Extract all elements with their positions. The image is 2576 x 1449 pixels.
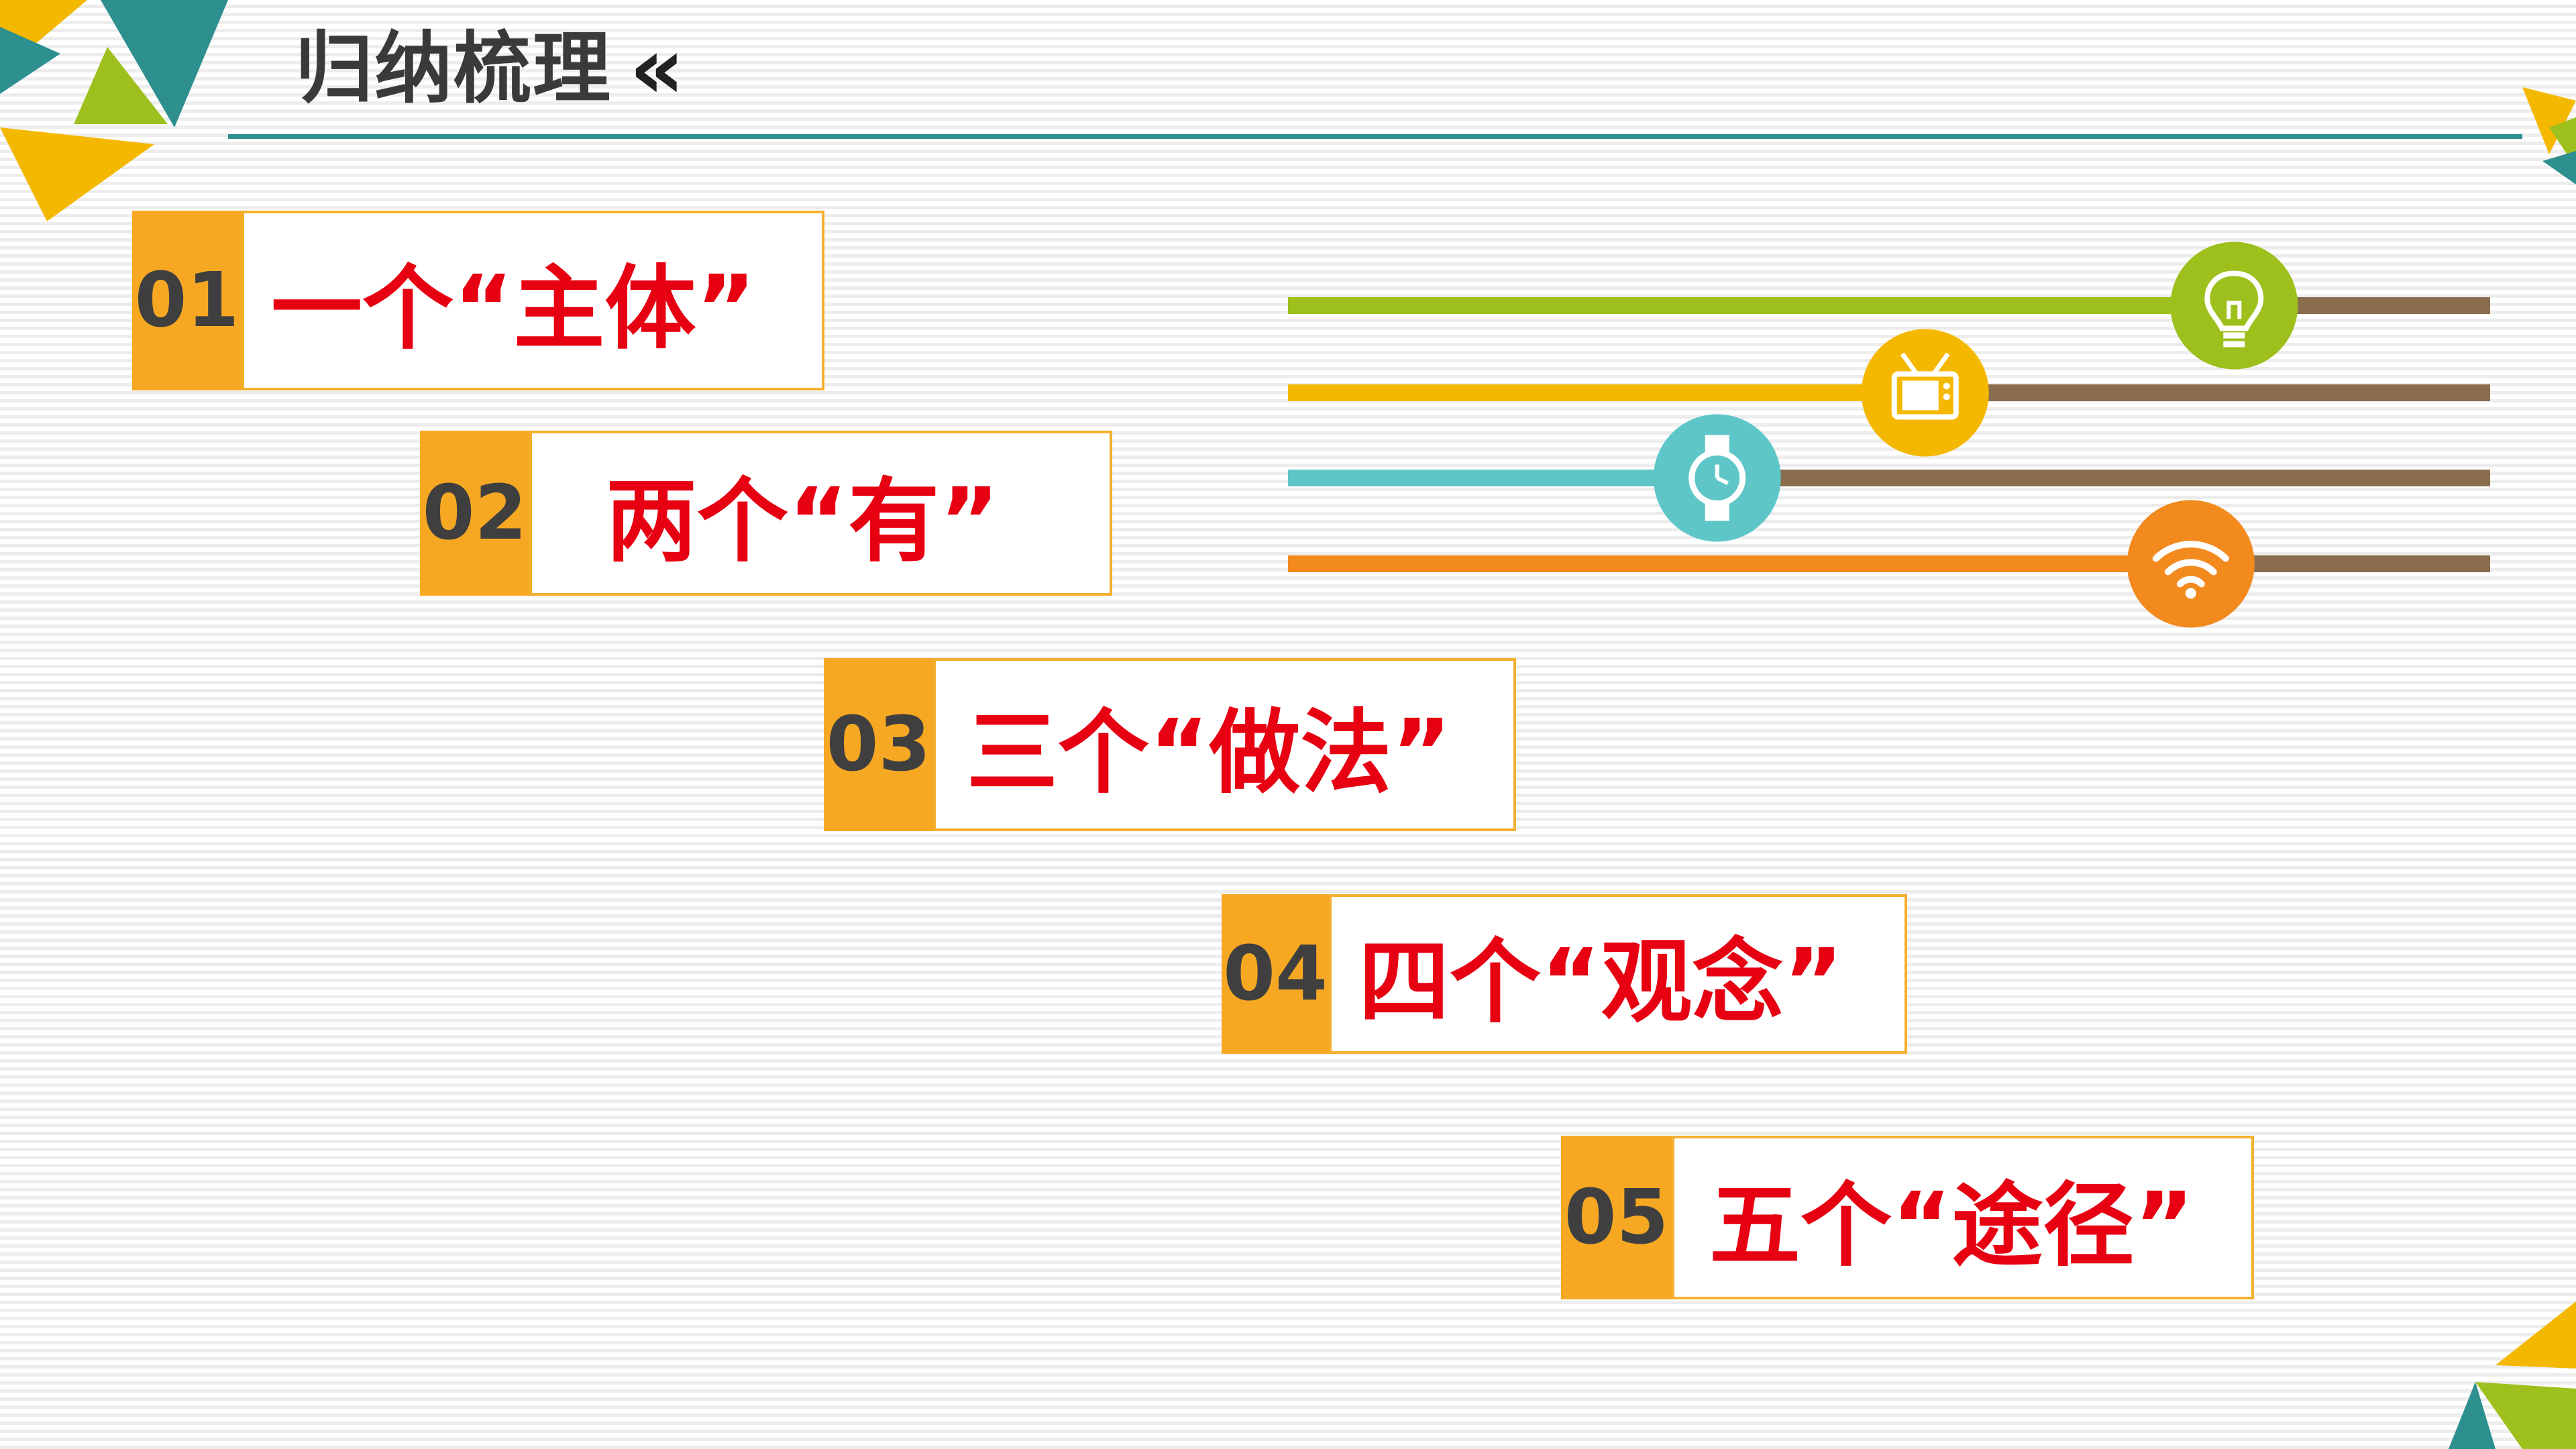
slider-fill: [1288, 470, 1717, 486]
item-label: 五个“途径”: [1672, 1136, 2254, 1299]
deco-triangle: [2475, 1382, 2576, 1449]
item-number: 04: [1222, 894, 1329, 1054]
item-card-05: 05 五个“途径”: [1561, 1136, 2254, 1299]
item-number: 01: [132, 211, 241, 390]
double-chevron-left-icon: «: [629, 19, 686, 119]
item-label: 三个“做法”: [933, 658, 1516, 831]
wifi-icon: [2127, 500, 2255, 628]
slider-fill: [1288, 555, 2191, 572]
item-number: 03: [824, 658, 933, 831]
tv-icon: [1861, 329, 1989, 457]
slider-row-0: [1288, 241, 2490, 370]
item-label: 一个“主体”: [241, 211, 824, 390]
slider-graphic: [1288, 241, 2490, 628]
deco-triangle: [2522, 87, 2576, 154]
deco-triangle: [101, 0, 228, 127]
deco-triangle: [2449, 1382, 2496, 1449]
header-divider: [228, 134, 2522, 139]
deco-triangle: [0, 27, 60, 94]
deco-triangle: [74, 47, 168, 124]
watch-icon: [1653, 414, 1781, 542]
page-title-text: 归纳梳理: [295, 23, 612, 114]
page-title: 归纳梳理 «: [295, 25, 686, 113]
slider-fill: [1288, 297, 2235, 314]
item-label: 两个“有”: [529, 431, 1112, 596]
item-card-03: 03 三个“做法”: [824, 658, 1516, 831]
slider-row-3: [1288, 500, 2490, 628]
lightbulb-icon: [2170, 241, 2298, 370]
deco-triangle: [2496, 1301, 2576, 1368]
item-card-02: 02 两个“有”: [420, 431, 1112, 596]
icon-circle: [2170, 241, 2298, 370]
slider-row-2: [1288, 414, 2490, 542]
deco-triangle: [2542, 151, 2576, 184]
item-label: 四个“观念”: [1329, 894, 1907, 1054]
item-card-04: 04 四个“观念”: [1222, 894, 1907, 1054]
deco-triangle: [0, 127, 154, 221]
slider-fill: [1288, 384, 1925, 401]
item-number: 05: [1561, 1136, 1672, 1299]
item-card-01: 01 一个“主体”: [132, 211, 824, 390]
slider-row-1: [1288, 329, 2490, 457]
item-number: 02: [420, 431, 529, 596]
